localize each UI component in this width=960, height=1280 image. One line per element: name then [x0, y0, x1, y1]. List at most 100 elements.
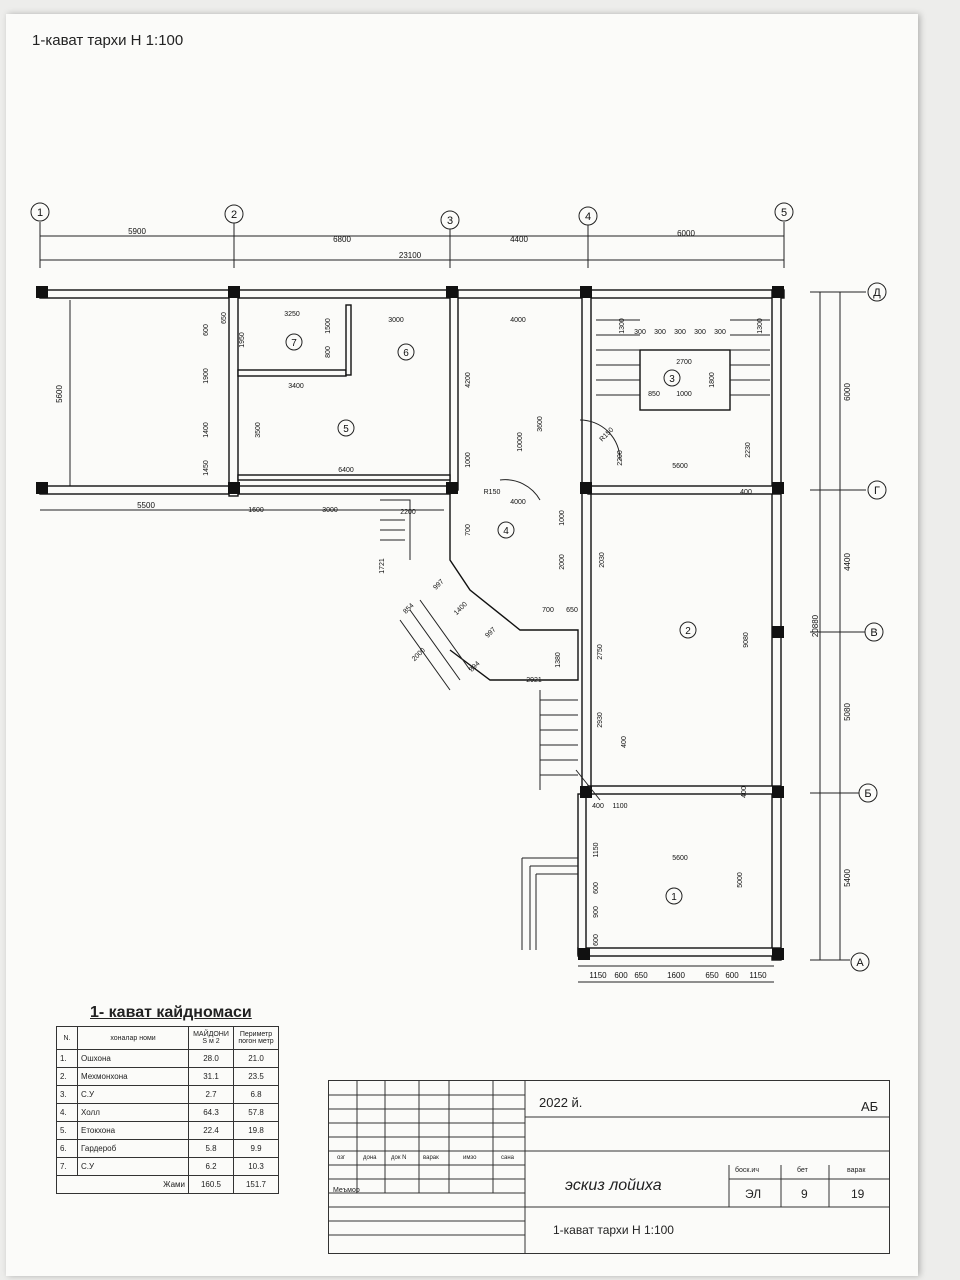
dimension-label: 997 — [484, 626, 497, 639]
stamp-col-1: озг — [337, 1155, 346, 1161]
stamp-project: эскиз лойиха — [565, 1177, 662, 1194]
stamp-sheets-label: варак — [847, 1167, 866, 1174]
row-area: 28.0 — [188, 1049, 234, 1068]
dim-bottom-6: 600 — [725, 971, 739, 980]
row-room-name: Етокхона — [77, 1121, 189, 1140]
room-6-label: 6 — [403, 348, 409, 359]
row-room-name: С.У — [77, 1085, 189, 1104]
dimension-label: 5000 — [737, 872, 744, 888]
stamp-stage-label: боск.ич — [735, 1167, 759, 1174]
stamp-stage: ЭЛ — [745, 1187, 762, 1201]
row-number: 4. — [56, 1103, 78, 1122]
stamp-col-4: варак — [423, 1155, 439, 1161]
dimension-label: 1600 — [248, 507, 264, 514]
dimension-label: 2750 — [597, 644, 604, 660]
dim-right-2: 4400 — [843, 553, 852, 571]
row-perimeter: 57.8 — [233, 1103, 279, 1122]
dim-right-4: 5400 — [843, 869, 852, 887]
dimension-label: 1400 — [453, 601, 469, 617]
row-room-name: С.У — [77, 1157, 189, 1176]
dimension-label: 4000 — [510, 317, 526, 324]
dimension-label: 800 — [325, 346, 332, 358]
axis-4: 4 — [585, 211, 591, 223]
sheet-title: 1-кават тархи Н 1:100 — [32, 32, 184, 49]
dimension-label: 1300 — [619, 318, 626, 334]
title-block-grid — [329, 1081, 889, 1253]
dim-bottom-3: 650 — [634, 971, 648, 980]
row-perimeter: 9.9 — [233, 1139, 279, 1158]
header-number: N. — [56, 1026, 78, 1050]
dimension-label: R150 — [599, 426, 616, 443]
dimension-label: 1000 — [465, 452, 472, 468]
dimension-label: 2700 — [676, 359, 692, 366]
room-3-label: 3 — [669, 374, 675, 385]
dimension-label: 5600 — [672, 855, 688, 862]
dim-right-3: 5080 — [843, 703, 852, 721]
row-perimeter: 23.5 — [233, 1067, 279, 1086]
row-number: 3. — [56, 1085, 78, 1104]
row-number: 2. — [56, 1067, 78, 1086]
dimension-label: 3400 — [288, 383, 304, 390]
dimension-label: 6400 — [338, 467, 354, 474]
room-2-label: 2 — [685, 626, 691, 637]
row-area: 2.7 — [188, 1085, 234, 1104]
dimension-label: 9080 — [743, 632, 750, 648]
dim-bottom-4: 1600 — [667, 971, 685, 980]
dimension-label: 2921 — [526, 677, 542, 684]
row-perimeter: 19.8 — [233, 1121, 279, 1140]
row-area: 5.8 — [188, 1139, 234, 1158]
header-room-name: хоналар номи — [77, 1026, 189, 1050]
axis-2: 2 — [231, 209, 237, 221]
dimension-label: 1721 — [379, 558, 386, 574]
stamp-col-2: дона — [363, 1155, 377, 1161]
table-header-row: N. хоналар номи МАЙДОНИ S м 2 Периметр п… — [56, 1026, 279, 1050]
dimension-label: 650 — [566, 607, 578, 614]
dim-left-height: 5600 — [55, 385, 64, 403]
dimension-label: 700 — [542, 607, 554, 614]
row-perimeter: 21.0 — [233, 1049, 279, 1068]
dim-top-2: 6800 — [333, 235, 351, 244]
dimension-label: 1380 — [555, 652, 562, 668]
dimension-label: 1900 — [203, 368, 210, 384]
stamp-author-label: Меъмор — [333, 1187, 360, 1194]
dim-right-1: 6000 — [843, 383, 852, 401]
dimension-label: 1000 — [559, 510, 566, 526]
dimension-label: 3000 — [322, 507, 338, 514]
row-number: 6. — [56, 1139, 78, 1158]
dimension-label: 1400 — [203, 422, 210, 438]
dim-bottom-5: 650 — [705, 971, 719, 980]
row-room-name: Ошхона — [77, 1049, 189, 1068]
dimension-label: R150 — [484, 489, 501, 496]
stamp-code: АБ — [861, 1099, 879, 1114]
stamp-year: 2022 й. — [539, 1095, 583, 1110]
room-1-label: 1 — [671, 892, 677, 903]
dimension-label: 3250 — [284, 311, 300, 318]
dimension-label: 1150 — [593, 842, 600, 857]
row-number: 5. — [56, 1121, 78, 1140]
legend-title: 1- кават кайдномаси — [90, 1004, 252, 1021]
axis-1: 1 — [37, 207, 43, 219]
dimension-label: 2200 — [400, 509, 416, 516]
row-area: 6.2 — [188, 1157, 234, 1176]
dimension-label: 600 — [593, 934, 600, 946]
dimension-label: 3500 — [255, 422, 262, 438]
dimension-label: 300 — [634, 329, 646, 336]
dimension-label: 1000 — [676, 391, 692, 398]
axis-3: 3 — [447, 215, 453, 227]
dimension-label: 854 — [402, 602, 415, 615]
dimension-label: 4200 — [465, 372, 472, 388]
row-room-name: Мехмонхона — [77, 1067, 189, 1086]
table-total-row: Жами 160.5 151.7 — [56, 1175, 279, 1194]
dimension-label: 900 — [593, 906, 600, 918]
room-4-label: 4 — [503, 526, 509, 537]
stamp-col-5: имзо — [463, 1155, 477, 1161]
stamp-sheet: 9 — [801, 1187, 808, 1201]
dimension-label: 400 — [621, 736, 628, 748]
row-number: 1. — [56, 1049, 78, 1068]
dimension-label: 300 — [674, 329, 686, 336]
dimension-label: 10000 — [517, 432, 524, 452]
dimension-label: 2230 — [745, 442, 752, 458]
